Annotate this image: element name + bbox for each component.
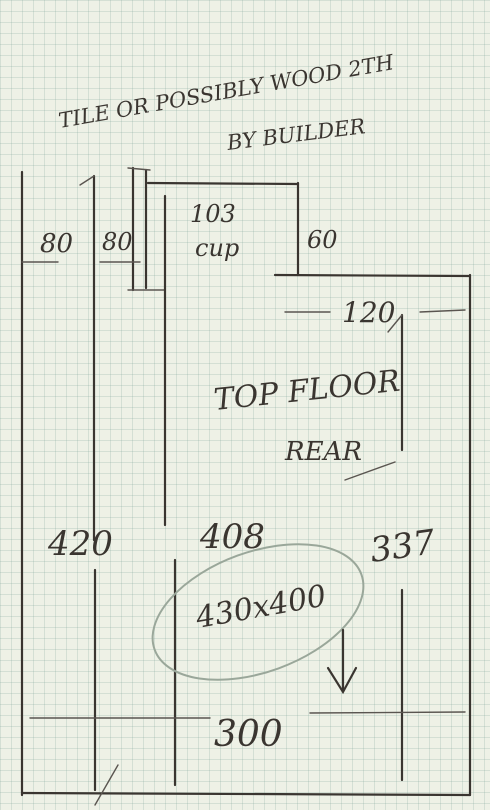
dim-cupboard-depth: 60 xyxy=(307,226,338,254)
dim-left-height: 420 xyxy=(47,524,113,564)
room-outline xyxy=(20,170,472,797)
dim-bed-size: 430x400 xyxy=(192,579,329,636)
bed-outline xyxy=(151,543,365,681)
dim-cupboard-width: 103 xyxy=(190,200,236,228)
dimension-lines xyxy=(21,261,466,806)
note-line-2: BY BUILDER xyxy=(225,114,367,155)
dim-cupboard-label: cup xyxy=(195,234,239,262)
dim-bottom-width: 300 xyxy=(214,714,283,755)
room-label-line-1: TOP FLOOR xyxy=(212,364,401,418)
room-label-line-2: REAR xyxy=(284,437,362,467)
dim-second-strip: 80 xyxy=(102,228,133,256)
internal-lines xyxy=(79,166,404,792)
dim-right-offset: 120 xyxy=(342,296,395,329)
dim-middle-height: 408 xyxy=(199,517,265,557)
dim-right-height: 337 xyxy=(368,522,438,571)
dim-left-strip: 80 xyxy=(40,229,73,259)
arrow-down-icon xyxy=(326,628,358,695)
